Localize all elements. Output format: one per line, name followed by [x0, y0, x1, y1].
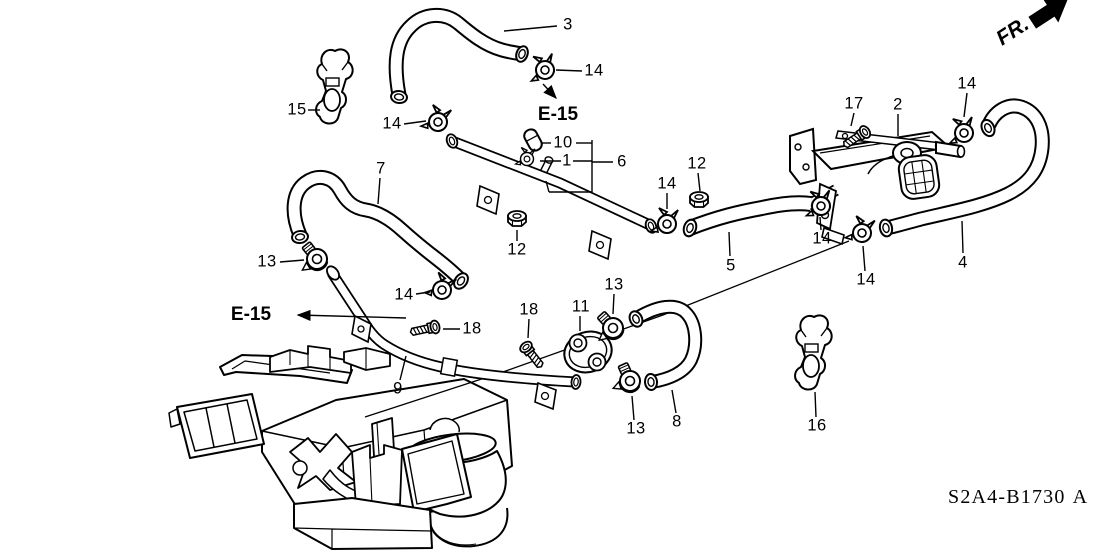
- clamp-14-hose3: [524, 50, 559, 84]
- clamp-13-hose7: [297, 238, 330, 274]
- bolt-18-left: [408, 318, 442, 340]
- water-hose-8: [628, 299, 703, 391]
- clamp-14-hose4: [843, 213, 877, 245]
- water-hose-7: [286, 169, 469, 290]
- fr-arrow-icon: [1028, 0, 1068, 29]
- water-hose-4: [878, 98, 1050, 238]
- water-valve-assembly: [789, 127, 966, 246]
- pipe-holder-15: [315, 48, 354, 125]
- fr-label: FR.: [992, 12, 1033, 50]
- nut-12-right: [689, 191, 709, 208]
- fr-direction-indicator: FR.: [992, 0, 1068, 50]
- vent-grille: [176, 393, 265, 459]
- clamp-14-valve-outlet: [944, 114, 978, 147]
- water-pipe-9: [326, 265, 582, 411]
- part-code-suffix: A: [1072, 486, 1089, 508]
- clamp-14-pipe6-left: [419, 102, 453, 134]
- part-code-main: S2A4-B1730: [948, 486, 1066, 508]
- water-pipe-6: [445, 133, 658, 261]
- clamp-14-pipe6-right: [650, 207, 679, 234]
- water-hose-3: [388, 8, 529, 105]
- water-hose-5: [682, 195, 813, 238]
- cap-10: [523, 128, 543, 152]
- heater-unit-assembly: [168, 345, 513, 550]
- nut-12-left: [507, 210, 527, 227]
- grommet-11: [563, 330, 613, 374]
- callout-leader-lines: [279, 25, 968, 421]
- pipe-holder-16: [794, 314, 833, 391]
- diagram-part-code: S2A4-B1730 A: [948, 486, 1088, 509]
- clamp-13-hose8-bottom: [611, 360, 643, 395]
- bolt-18-right: [517, 338, 548, 372]
